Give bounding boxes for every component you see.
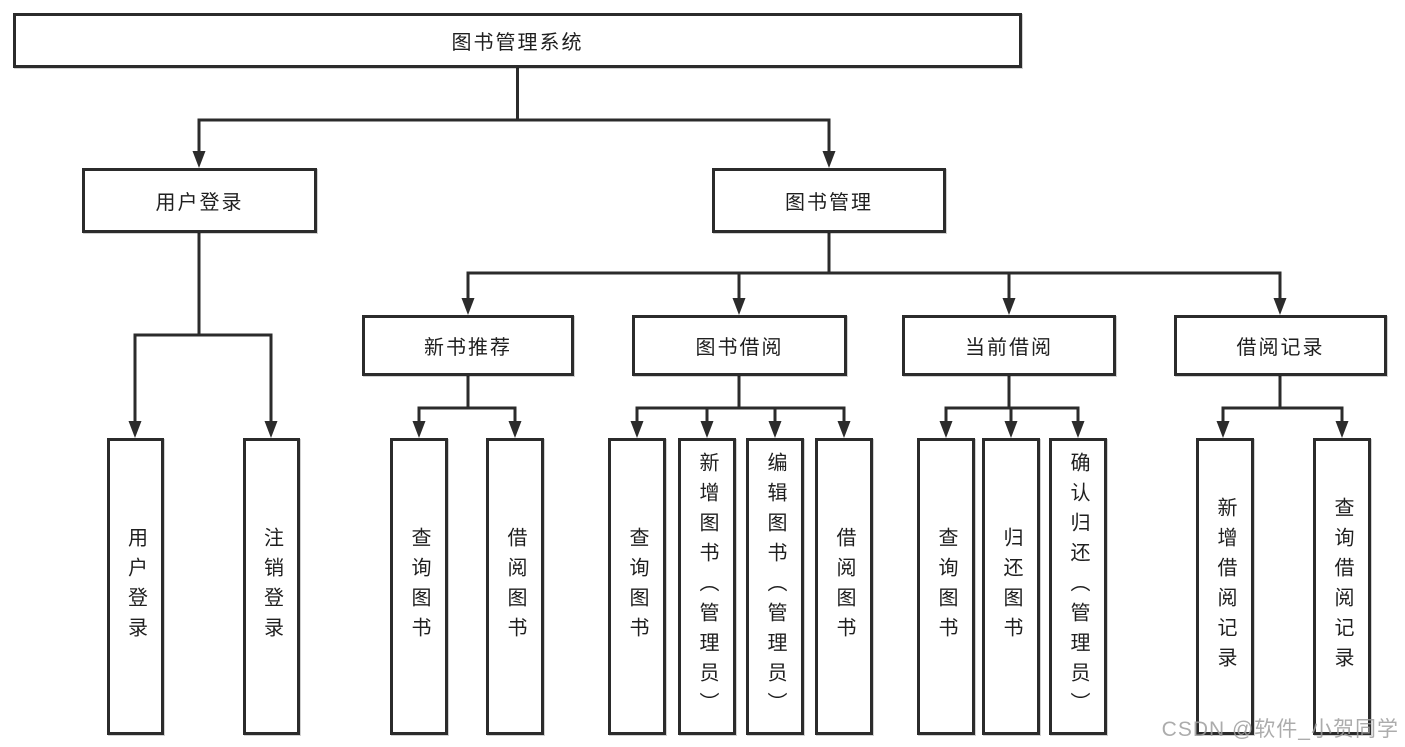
connector-book-mgmt-to-level3 — [461, 233, 1287, 315]
leaf-edit-book-admin-label: 编辑图书（管理员） — [764, 451, 786, 722]
leaf-query-books-2: 查询图书 — [608, 438, 666, 735]
leaf-user-login: 用户登录 — [107, 438, 164, 735]
leaf-borrow-books-1: 借阅图书 — [486, 438, 544, 735]
leaf-query-borrow-record-label: 查询借阅记录 — [1331, 496, 1353, 677]
leaf-query-books-3: 查询图书 — [917, 438, 975, 735]
node-book-management: 图书管理 — [712, 168, 946, 233]
leaf-edit-book-admin: 编辑图书（管理员） — [746, 438, 804, 735]
node-book-borrowing-label: 图书借阅 — [695, 337, 784, 359]
connector-borrow-records-to-leaves — [1216, 376, 1349, 438]
connector-user-login-to-leaves — [128, 233, 278, 438]
node-root-label: 图书管理系统 — [451, 32, 584, 54]
leaf-logout-label: 注销登录 — [260, 526, 283, 647]
connector-root-to-level2 — [192, 68, 836, 168]
node-root: 图书管理系统 — [13, 13, 1022, 68]
leaf-borrow-books-1-label: 借阅图书 — [504, 526, 526, 647]
leaf-query-borrow-record: 查询借阅记录 — [1313, 438, 1371, 735]
leaf-add-borrow-record-label: 新增借阅记录 — [1214, 496, 1236, 677]
node-book-management-label: 图书管理 — [785, 192, 873, 214]
node-new-book-recommend-label: 新书推荐 — [424, 337, 512, 359]
leaf-logout: 注销登录 — [243, 438, 300, 735]
connector-current-borrow-to-leaves — [939, 376, 1085, 438]
node-current-borrowing-label: 当前借阅 — [965, 337, 1053, 359]
node-user-login-label: 用户登录 — [155, 192, 244, 214]
node-user-login: 用户登录 — [82, 168, 317, 233]
leaf-borrow-books-2-label: 借阅图书 — [833, 526, 855, 647]
leaf-confirm-return-admin-label: 确认归还（管理员） — [1067, 451, 1089, 722]
leaf-add-book-admin: 新增图书（管理员） — [678, 438, 736, 735]
node-borrow-records-label: 借阅记录 — [1236, 337, 1325, 359]
leaf-confirm-return-admin: 确认归还（管理员） — [1049, 438, 1107, 735]
node-current-borrowing: 当前借阅 — [902, 315, 1116, 376]
leaf-query-books-3-label: 查询图书 — [935, 526, 957, 647]
node-borrow-records: 借阅记录 — [1174, 315, 1387, 376]
connector-book-borrow-to-leaves — [630, 376, 851, 438]
connector-new-book-rec-to-leaves — [412, 376, 522, 438]
leaf-query-books-1: 查询图书 — [390, 438, 448, 735]
leaf-query-books-2-label: 查询图书 — [626, 526, 648, 647]
leaf-query-books-1-label: 查询图书 — [408, 526, 430, 647]
leaf-add-borrow-record: 新增借阅记录 — [1196, 438, 1254, 735]
leaf-user-login-label: 用户登录 — [124, 526, 147, 647]
leaf-add-book-admin-label: 新增图书（管理员） — [696, 451, 718, 722]
leaf-return-book-label: 归还图书 — [1000, 526, 1022, 647]
node-new-book-recommend: 新书推荐 — [362, 315, 574, 376]
node-book-borrowing: 图书借阅 — [632, 315, 847, 376]
leaf-borrow-books-2: 借阅图书 — [815, 438, 873, 735]
leaf-return-book: 归还图书 — [982, 438, 1040, 735]
